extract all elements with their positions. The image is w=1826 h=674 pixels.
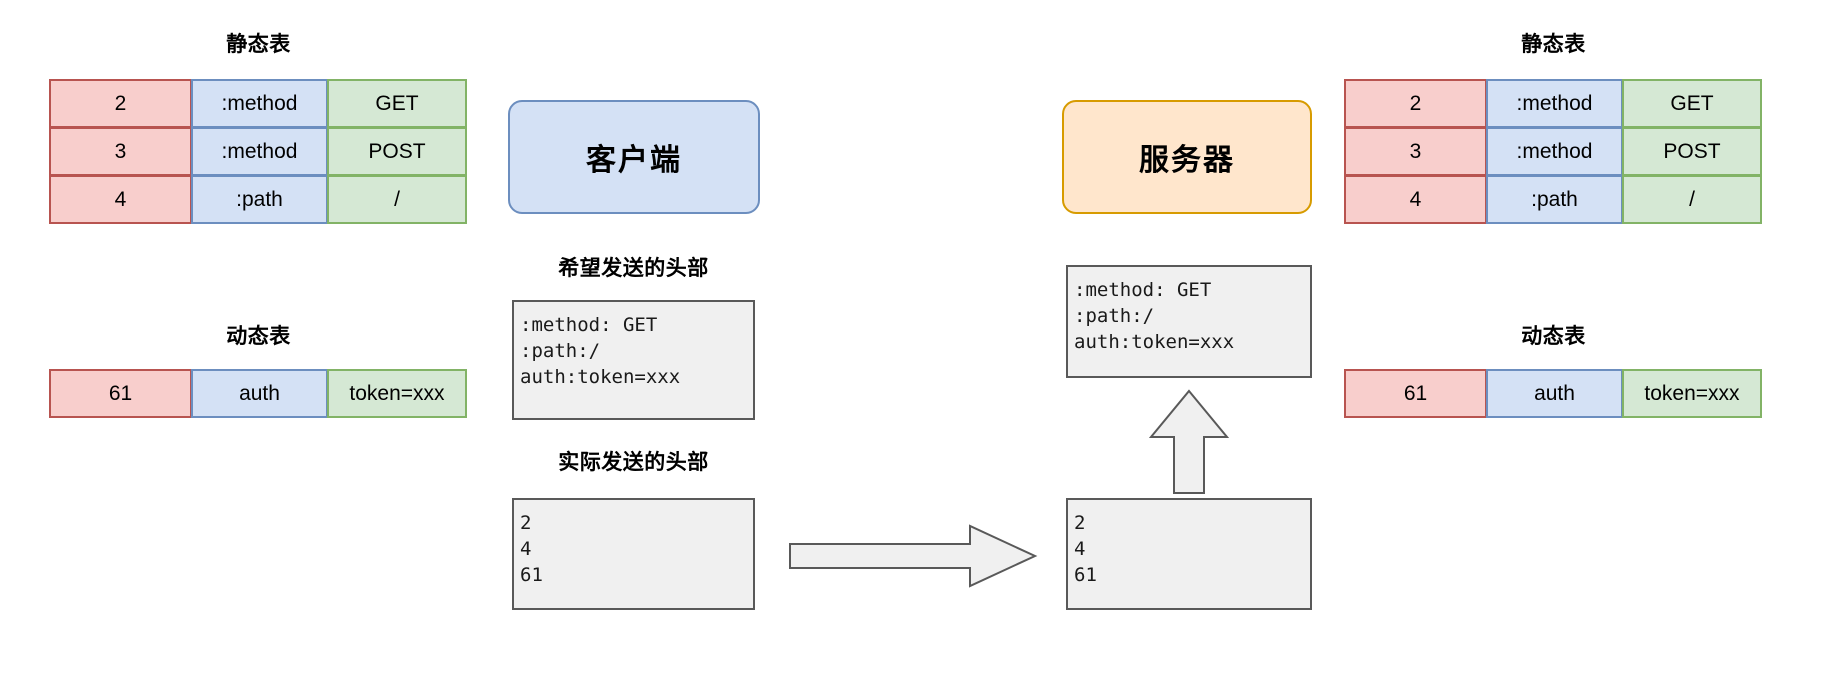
left-static-table: 2 :method GET 3 :method POST 4 :path /: [49, 79, 467, 224]
client-node[interactable]: 客户端: [508, 100, 760, 214]
table-cell-value: POST: [327, 127, 467, 176]
table-row: 61 auth token=xxx: [49, 369, 467, 418]
table-cell-index: 2: [1344, 79, 1487, 128]
table-cell-value: GET: [327, 79, 467, 128]
table-cell-index: 61: [49, 369, 192, 418]
right-dynamic-table-caption: 动态表: [1521, 325, 1586, 348]
table-cell-index: 4: [1344, 175, 1487, 224]
table-cell-index: 2: [49, 79, 192, 128]
table-row: 4 :path /: [49, 175, 467, 224]
table-cell-index: 3: [49, 127, 192, 176]
server-decoded-headers-box: :method: GET :path:/ auth:token=xxx: [1066, 265, 1312, 378]
table-cell-index: 61: [1344, 369, 1487, 418]
table-cell-index: 3: [1344, 127, 1487, 176]
server-node[interactable]: 服务器: [1062, 100, 1312, 214]
table-cell-index: 4: [49, 175, 192, 224]
table-cell-key: :method: [191, 79, 328, 128]
actual-headers-caption: 实际发送的头部: [558, 451, 709, 474]
table-cell-value: GET: [1622, 79, 1762, 128]
table-cell-key: :method: [191, 127, 328, 176]
table-cell-key: :path: [191, 175, 328, 224]
decode-arrow: [1148, 389, 1230, 494]
intended-headers-box: :method: GET :path:/ auth:token=xxx: [512, 300, 755, 420]
table-cell-key: auth: [191, 369, 328, 418]
right-static-table-caption: 静态表: [1521, 33, 1586, 56]
table-row: 3 :method POST: [49, 127, 467, 176]
table-cell-value: POST: [1622, 127, 1762, 176]
table-row: 2 :method GET: [1344, 79, 1762, 128]
table-cell-value: token=xxx: [1622, 369, 1762, 418]
server-received-payload-box: 2 4 61: [1066, 498, 1312, 610]
table-row: 61 auth token=xxx: [1344, 369, 1762, 418]
table-row: 2 :method GET: [49, 79, 467, 128]
left-static-table-caption: 静态表: [226, 33, 291, 56]
left-dynamic-table: 61 auth token=xxx: [49, 369, 467, 418]
table-row: 3 :method POST: [1344, 127, 1762, 176]
table-cell-key: :method: [1486, 127, 1623, 176]
table-row: 4 :path /: [1344, 175, 1762, 224]
right-dynamic-table: 61 auth token=xxx: [1344, 369, 1762, 418]
table-cell-key: :path: [1486, 175, 1623, 224]
table-cell-value: /: [327, 175, 467, 224]
intended-headers-caption: 希望发送的头部: [558, 257, 709, 280]
right-static-table: 2 :method GET 3 :method POST 4 :path /: [1344, 79, 1762, 224]
actual-headers-box: 2 4 61: [512, 498, 755, 610]
table-cell-key: auth: [1486, 369, 1623, 418]
table-cell-value: token=xxx: [327, 369, 467, 418]
table-cell-value: /: [1622, 175, 1762, 224]
transmit-arrow: [789, 524, 1038, 588]
table-cell-key: :method: [1486, 79, 1623, 128]
left-dynamic-table-caption: 动态表: [226, 325, 291, 348]
